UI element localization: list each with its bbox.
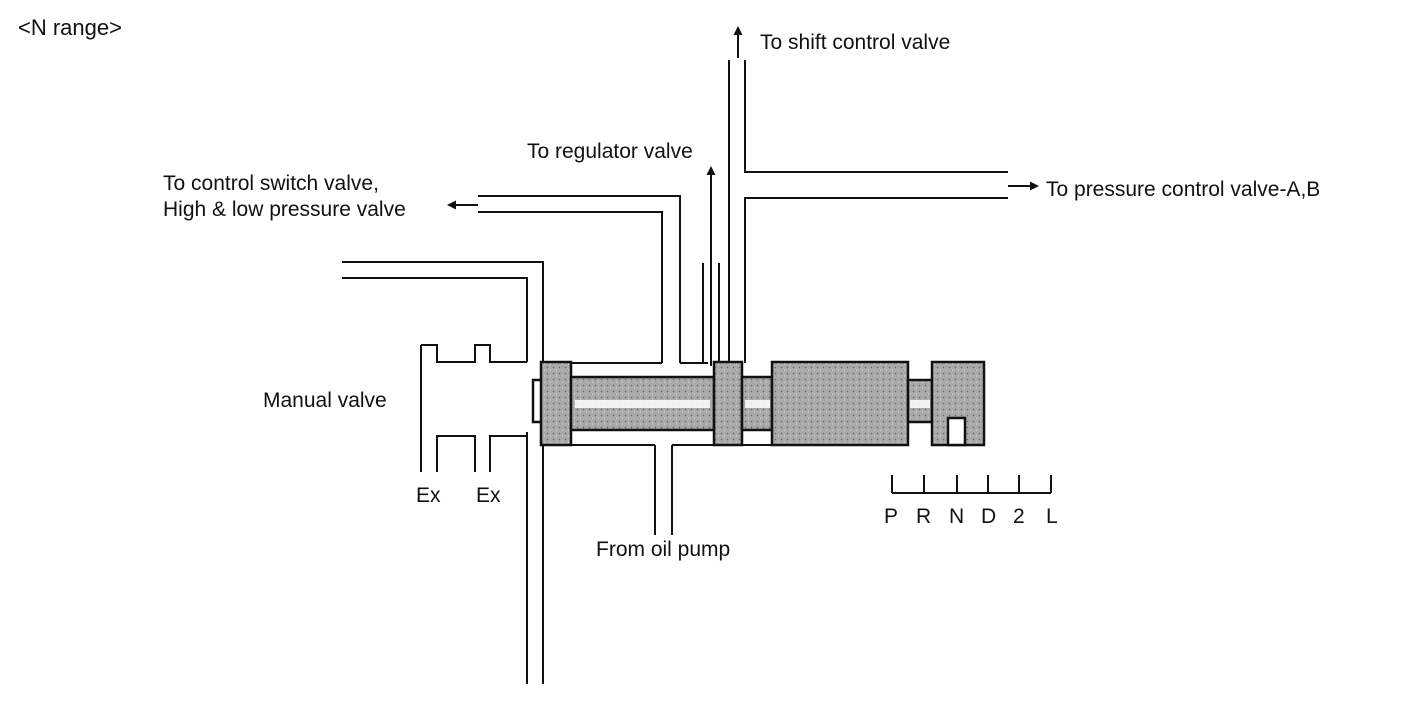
diagram-title: <N range>: [18, 15, 122, 40]
spool-land-1: [539, 360, 573, 447]
label-from-oil-pump: From oil pump: [596, 538, 731, 561]
position-label-r: R: [916, 505, 932, 528]
exhaust-top: [421, 344, 527, 363]
pressure-channel-bottom: [744, 197, 1008, 363]
position-label-l: L: [1046, 505, 1058, 528]
shift-channel-right: [744, 60, 1008, 173]
control-switch-channel-bottom: [478, 211, 663, 363]
left-upper-channel: [342, 261, 544, 365]
spool-detent-window: [946, 416, 967, 447]
position-scale: [891, 475, 1052, 494]
position-label-p: P: [884, 505, 899, 528]
label-to-regulator: To regulator valve: [527, 140, 693, 163]
position-label-d: D: [981, 505, 997, 528]
label-exhaust-2: Ex: [476, 484, 501, 507]
spool-land-3: [770, 360, 910, 447]
label-to-control-switch: To control switch valve, High & low pres…: [163, 172, 406, 222]
control-switch-channel-top: [478, 195, 681, 363]
left-inner-channel: [342, 277, 528, 362]
spool-land-2: [712, 360, 744, 447]
position-label-2: 2: [1013, 505, 1025, 528]
position-label-n: N: [949, 505, 965, 528]
label-to-shift-control: To shift control valve: [760, 31, 951, 54]
label-to-pressure-control: To pressure control valve-A,B: [1046, 178, 1321, 201]
label-exhaust-1: Ex: [416, 484, 441, 507]
label-manual-valve: Manual valve: [263, 389, 387, 412]
exhaust-bottom: [420, 345, 527, 472]
